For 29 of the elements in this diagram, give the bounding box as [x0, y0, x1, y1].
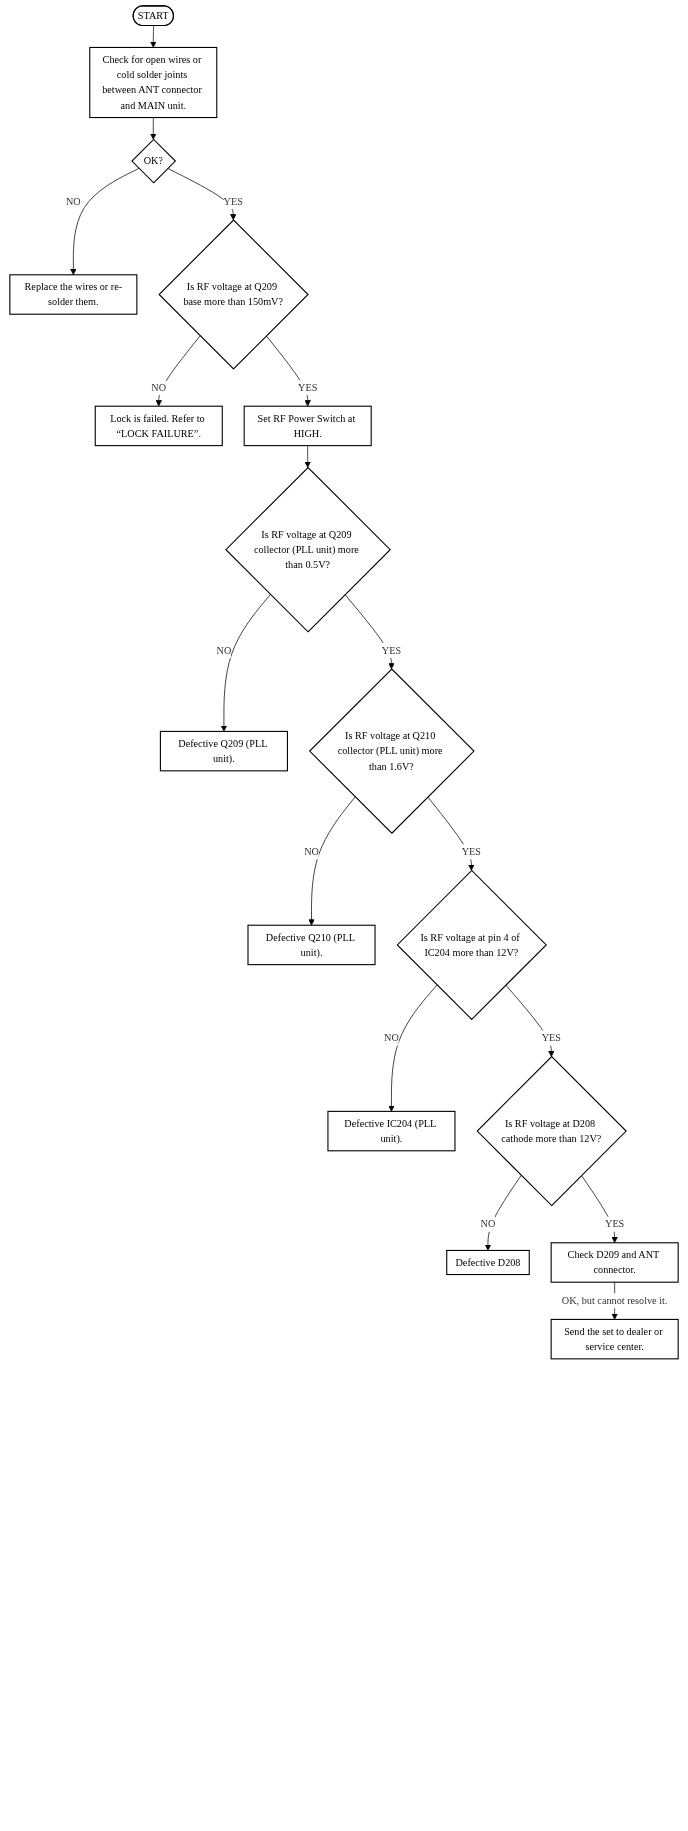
- node-diamond: Is RF voltage at Q209 collector (PLL unit) more than 0.5V?: [225, 466, 391, 633]
- node-box: Defective IC204 (PLL unit).: [327, 1110, 456, 1152]
- edge-label: NO: [480, 1218, 496, 1230]
- node-box: Check D209 and ANT connector.: [550, 1242, 679, 1283]
- edge-label: OK, but cannot resolve it.: [561, 1295, 668, 1307]
- node-diamond: Is RF voltage at D208 cathode more than 12V?: [476, 1055, 627, 1207]
- node-diamond: Is RF voltage at pin 4 of IC204 more than 12V?: [396, 869, 547, 1021]
- edge-label: YES: [541, 1032, 561, 1044]
- node-box: Lock is failed. Refer to “LOCK FAILURE”.: [94, 405, 223, 447]
- node-box: Replace the wires or re-solder them.: [9, 274, 138, 315]
- node-box: Defective Q209 (PLL unit).: [159, 730, 288, 772]
- edge-label: YES: [461, 846, 482, 858]
- node-diamond: OK?: [131, 138, 177, 184]
- edge-label: YES: [604, 1218, 625, 1230]
- node-box: Send the set to dealer or service center.: [550, 1318, 679, 1360]
- node-box: Set RF Power Switch at HIGH.: [243, 405, 372, 447]
- node-diamond: Is RF voltage at Q209 base more than 150mV?: [158, 219, 309, 370]
- edge-label: NO: [304, 846, 319, 858]
- edge-label: NO: [384, 1032, 399, 1044]
- node-box: Defective D208: [446, 1249, 530, 1276]
- edge-label: YES: [223, 195, 243, 207]
- edge-label: NO: [151, 382, 167, 394]
- node-diamond: Is RF voltage at Q210 collector (PLL unit) more than 1.6V?: [308, 668, 475, 835]
- edge-label: YES: [381, 644, 402, 656]
- edge-label: YES: [298, 382, 318, 394]
- edge-label: NO: [216, 644, 232, 656]
- node-box: Defective Q210 (PLL unit).: [247, 924, 376, 966]
- edge-label: NO: [65, 195, 81, 207]
- node-box: Check for open wires or cold solder joints between ANT connector and MAIN unit.: [89, 46, 218, 119]
